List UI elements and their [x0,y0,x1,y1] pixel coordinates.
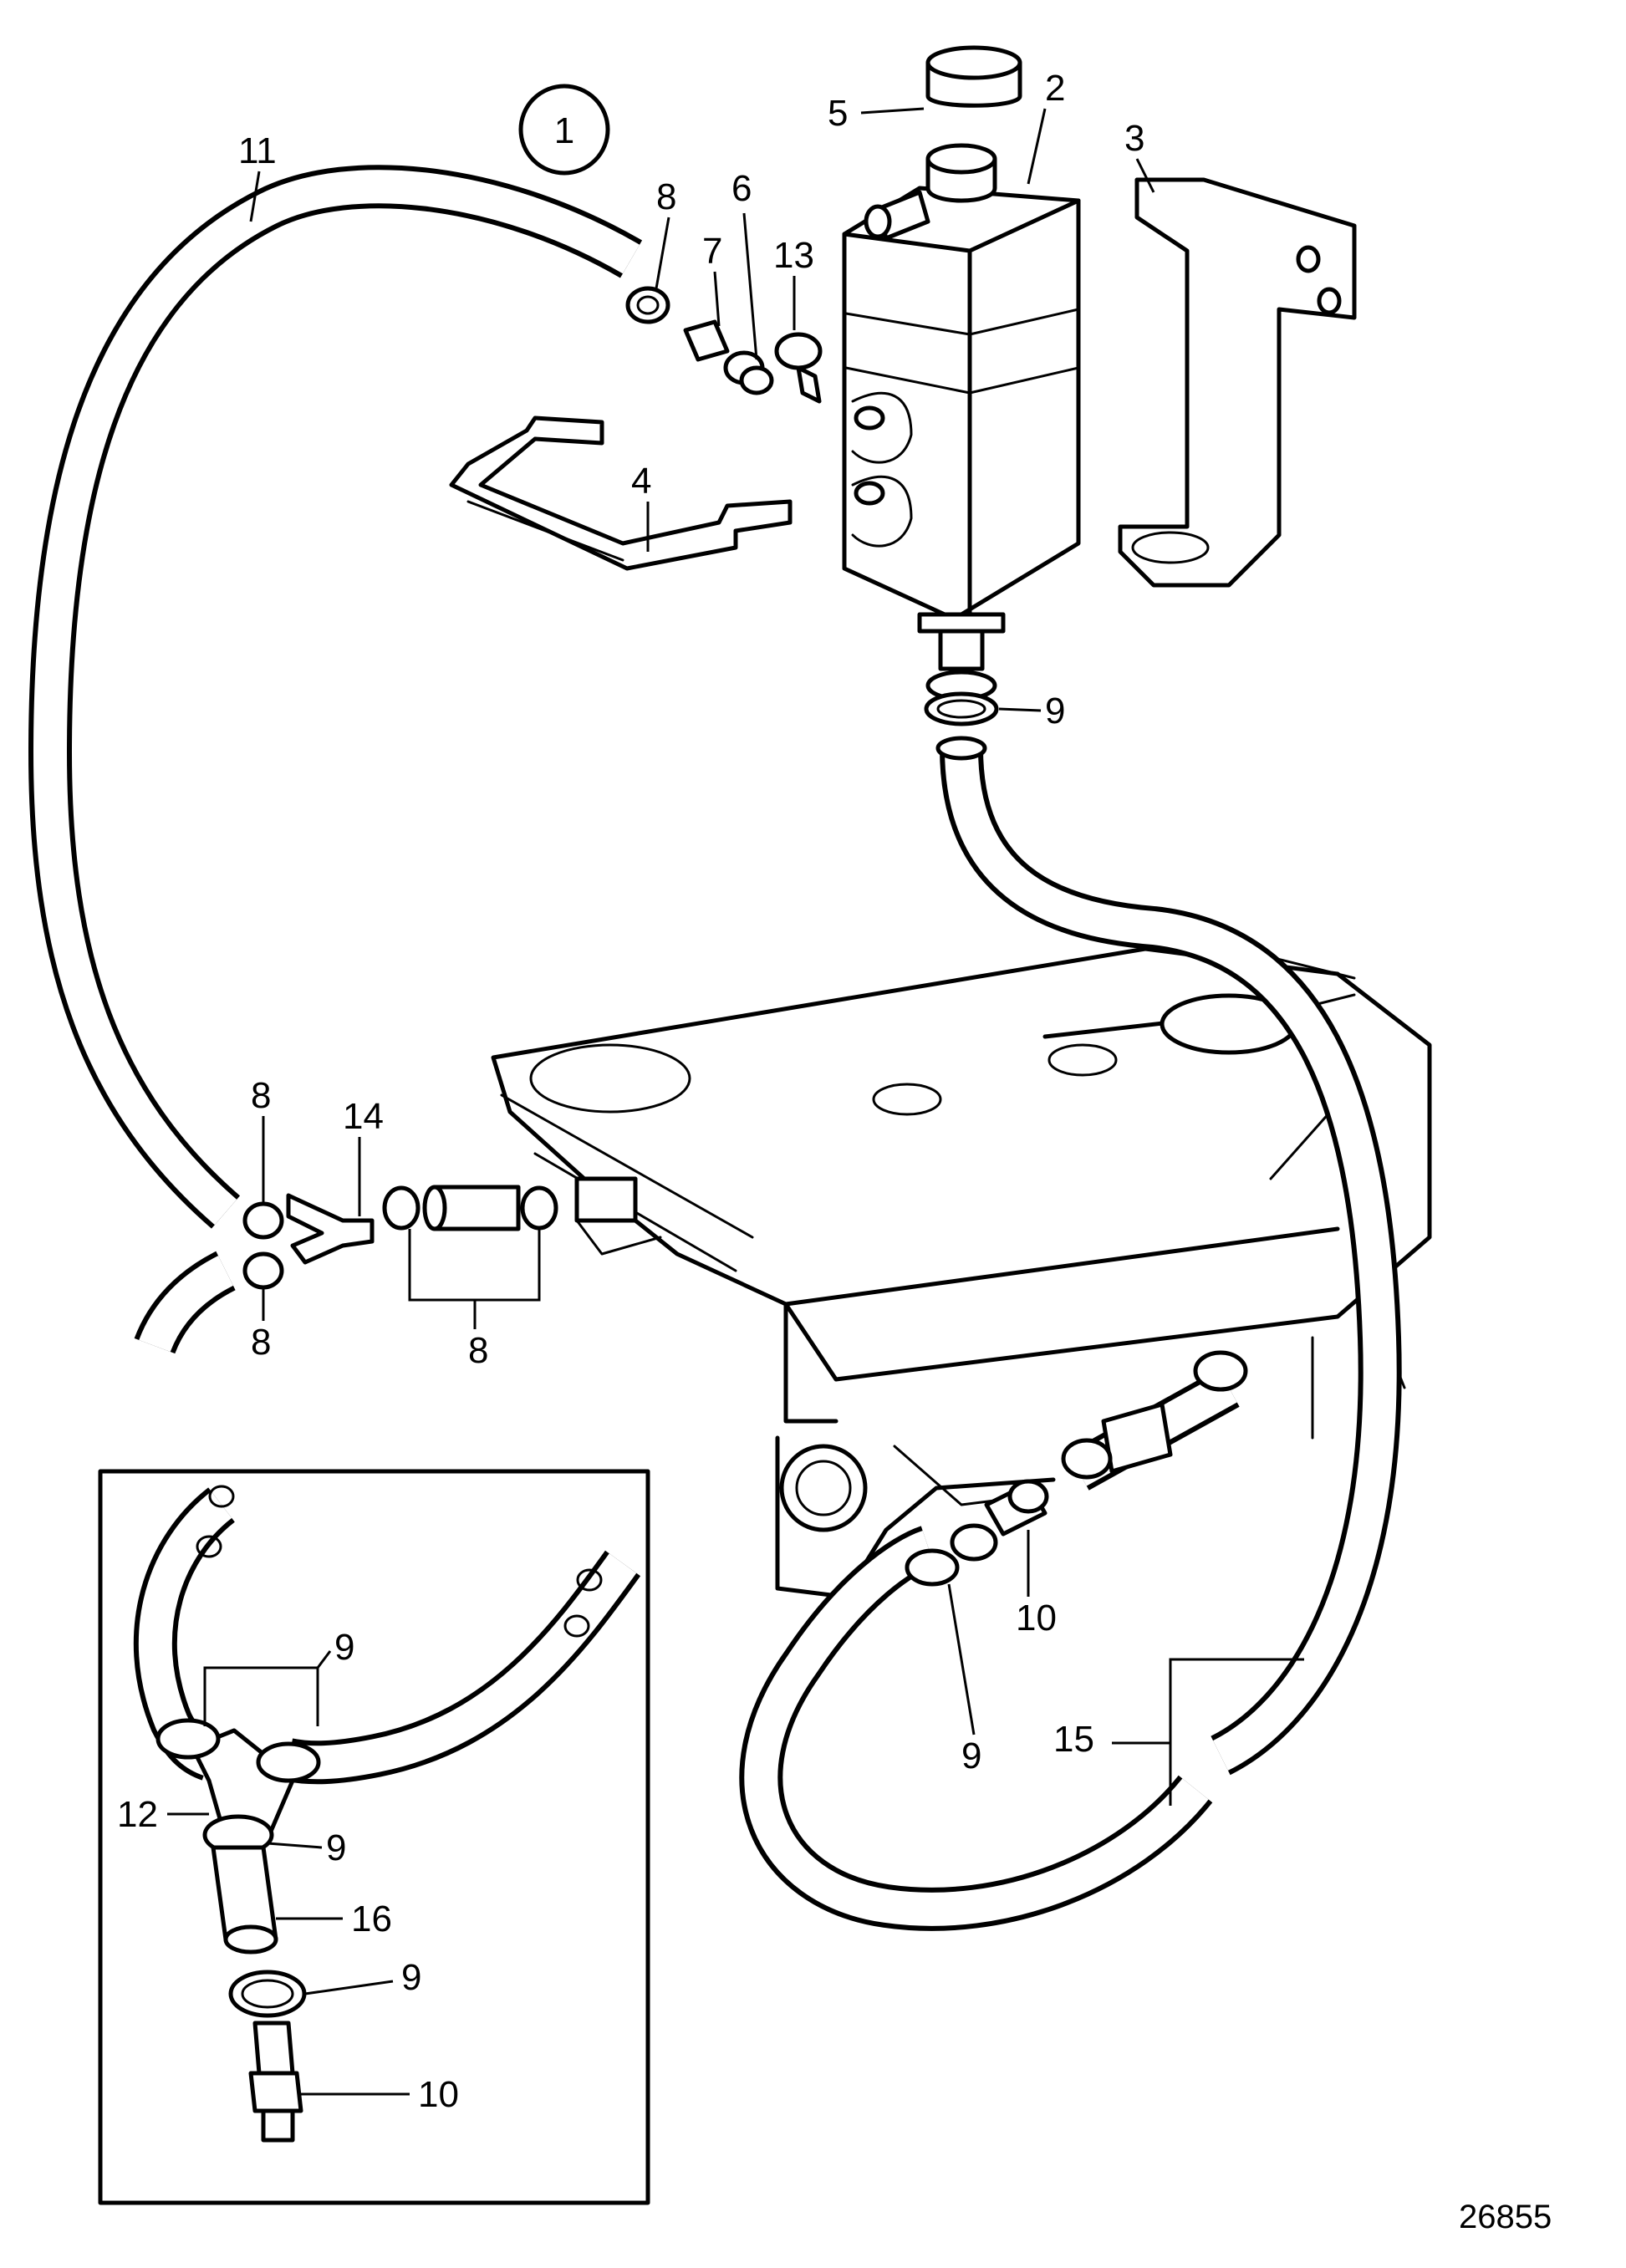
inset-label-10: 10 [418,2074,459,2115]
label-3: 3 [1124,118,1144,159]
expansion-tank [842,143,1081,761]
inset-label-9-mid: 9 [326,1827,346,1868]
hose-11 [28,165,643,1229]
label-13: 13 [773,235,814,276]
label-14: 14 [343,1096,384,1137]
hose-15 [739,1526,1213,1931]
label-8-lower-y: 8 [251,1322,271,1363]
variant-marker: 1 [518,84,610,176]
label-15: 15 [1053,1719,1094,1760]
inset-label-9-top: 9 [334,1627,354,1668]
detail-inset: 9 9 9 10 12 16 [98,1469,650,2205]
label-8-connector: 8 [468,1330,488,1371]
filler-cap [925,45,1022,108]
callouts: 2 3 4 5 6 7 8 8 8 8 9 9 10 11 13 14 15 [238,68,1304,1806]
label-6: 6 [731,168,752,209]
inset-label-16: 16 [351,1898,392,1939]
label-10: 10 [1016,1598,1057,1639]
label-5: 5 [828,93,848,134]
label-4: 4 [631,461,651,502]
fitting-group [625,286,823,404]
y-piece-assembly [242,1176,662,1290]
mounting-bracket [1118,177,1357,588]
label-2: 2 [1045,68,1065,109]
inset-label-9-low: 9 [401,1957,421,1998]
engine-block [491,930,1432,1599]
label-7: 7 [702,231,722,272]
tank-strap [449,415,793,571]
label-9-tank: 9 [1045,691,1065,731]
drawing-number: 26855 [1459,2199,1552,2235]
label-8-top: 8 [656,176,676,217]
variant-marker-text: 1 [554,110,574,151]
engine-fitting-10 [905,1350,1248,1587]
hose-tank-outlet [940,747,1402,1776]
inset-label-12: 12 [117,1794,158,1835]
tank-outlet-clamp [924,691,999,726]
label-9-engine: 9 [961,1735,981,1776]
label-8-upper-y: 8 [251,1075,271,1116]
hose-lower-left [134,1251,237,1354]
label-11: 11 [238,130,277,171]
